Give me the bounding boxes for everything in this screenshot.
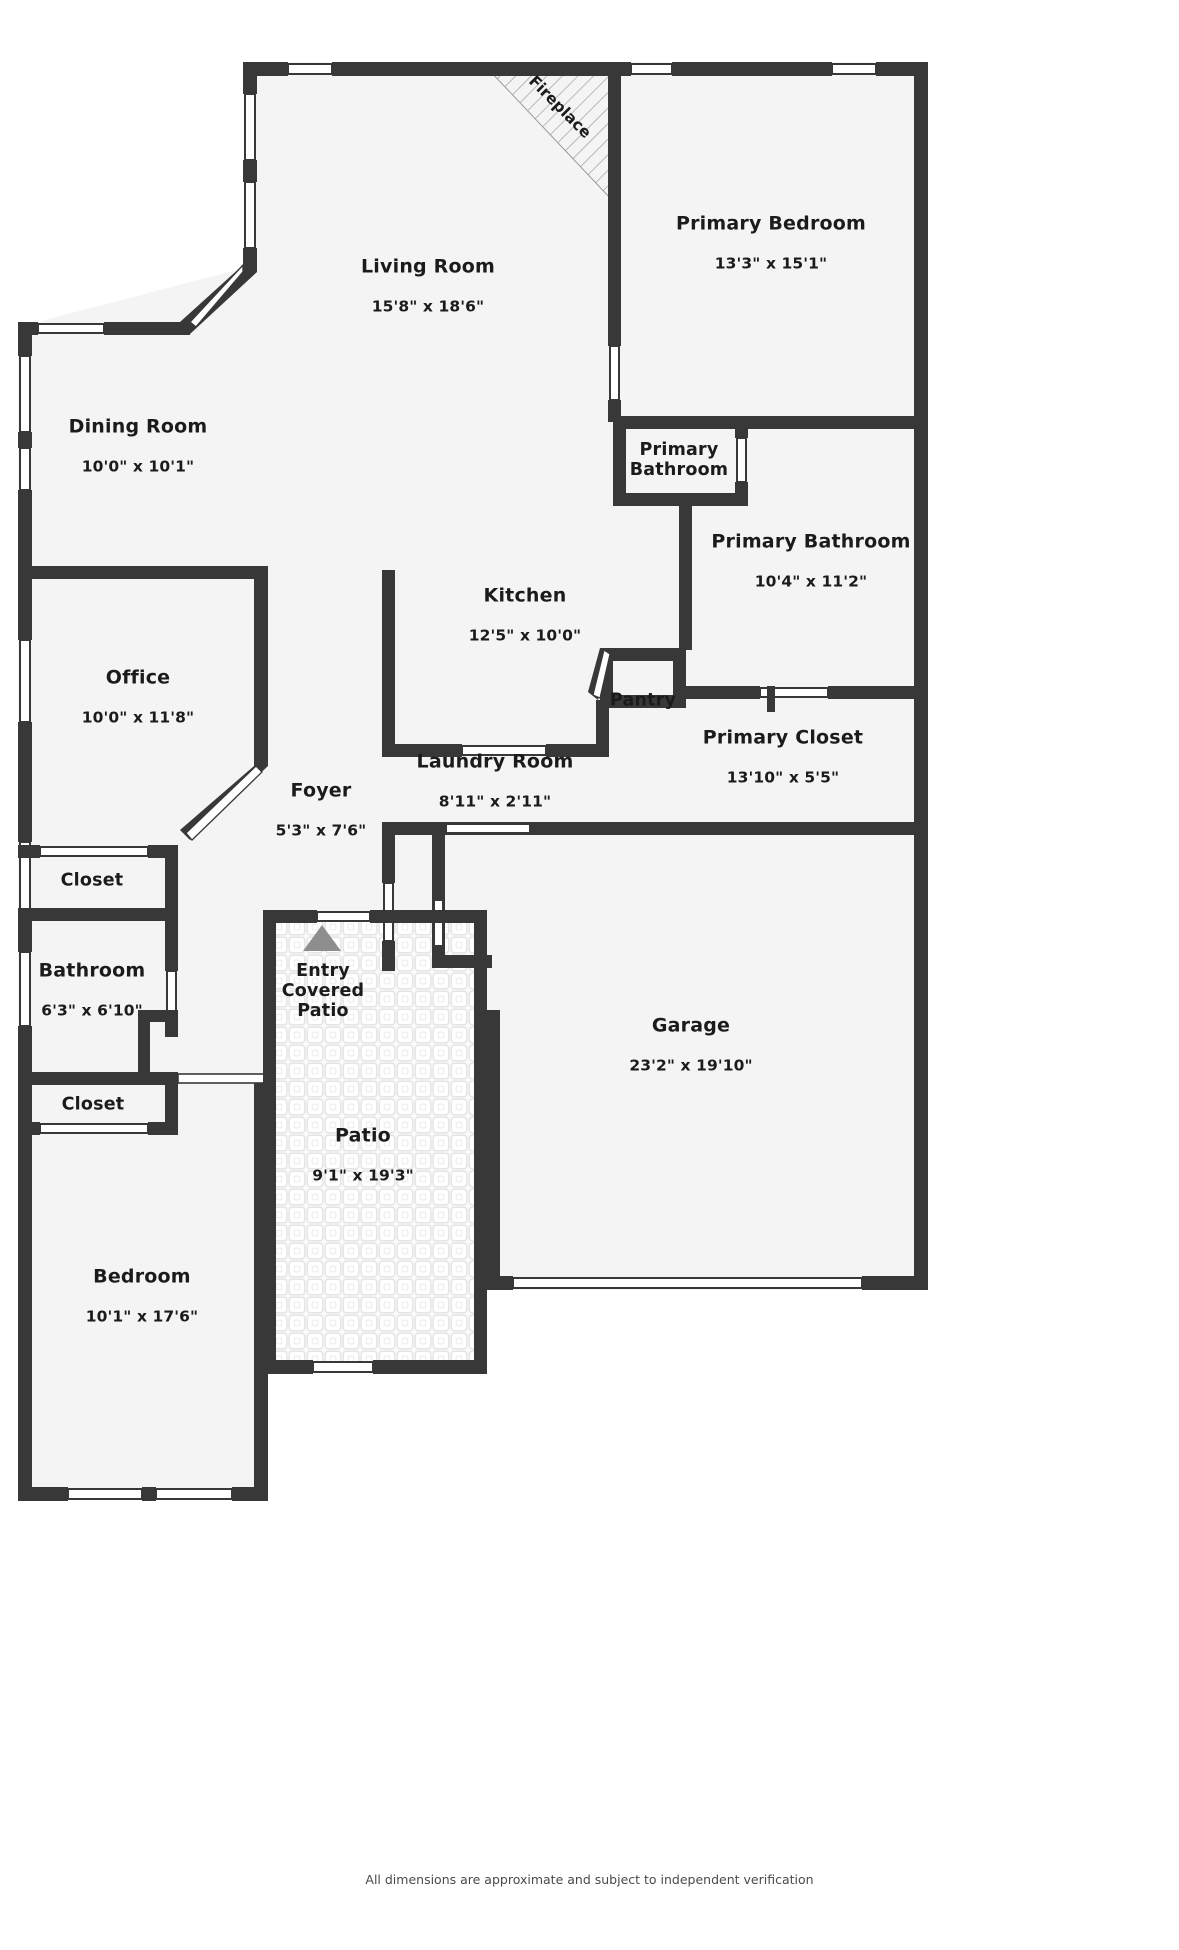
walls: [18, 62, 928, 1501]
disclaimer-footer: All dimensions are approximate and subje…: [365, 1872, 814, 1887]
entry-arrow-icon: [303, 925, 341, 951]
patio-tiled-floor: [268, 915, 480, 1373]
